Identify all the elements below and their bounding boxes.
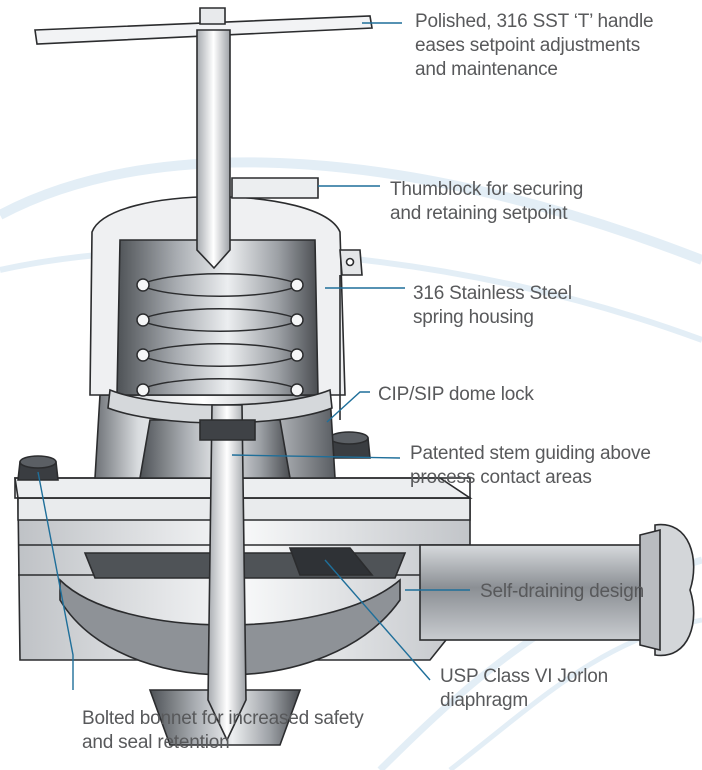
callout-dome-lock: CIP/SIP dome lock bbox=[378, 383, 534, 407]
callout-bolted-bonnet: Bolted bonnet for increased safety and s… bbox=[82, 707, 364, 755]
leader-dome-lock bbox=[326, 391, 370, 423]
callout-line: Patented stem guiding above bbox=[410, 443, 651, 464]
callout-t-handle: Polished, 316 SST ‘T’ handle eases setpo… bbox=[415, 10, 654, 82]
callout-self-draining: Self-draining design bbox=[480, 580, 644, 604]
outlet-pipe bbox=[419, 523, 695, 657]
bolt-right bbox=[327, 431, 371, 459]
leader-diaphragm bbox=[324, 559, 431, 681]
spring bbox=[136, 273, 304, 397]
leader-stem-guiding bbox=[231, 454, 401, 459]
callout-line: and seal retention bbox=[82, 732, 230, 753]
callout-line: CIP/SIP dome lock bbox=[378, 384, 534, 405]
callout-diaphragm: USP Class VI Jorlon diaphragm bbox=[440, 665, 608, 713]
callout-line: Thumblock for securing bbox=[390, 179, 584, 200]
callout-line: Self-draining design bbox=[480, 581, 644, 602]
callout-line: 316 Stainless Steel bbox=[413, 283, 572, 304]
central-stem bbox=[199, 404, 256, 742]
bolt-left bbox=[17, 455, 59, 481]
callout-line: USP Class VI Jorlon bbox=[440, 666, 608, 687]
callout-stem-guiding: Patented stem guiding above process cont… bbox=[410, 442, 651, 490]
leader-lines bbox=[37, 22, 470, 690]
t-handle bbox=[34, 7, 373, 270]
callout-thumblock: Thumblock for securing and retaining set… bbox=[390, 178, 583, 226]
callout-line: Bolted bonnet for increased safety bbox=[82, 708, 364, 729]
callout-line: Polished, 316 SST ‘T’ handle bbox=[415, 11, 654, 32]
callout-line: eases setpoint adjustments bbox=[415, 35, 641, 56]
callout-line: and retaining setpoint bbox=[390, 203, 568, 224]
diaphragm-shape bbox=[288, 547, 374, 576]
callout-line: diaphragm bbox=[440, 690, 528, 711]
thumblock-tab bbox=[231, 177, 319, 199]
callout-line: spring housing bbox=[413, 307, 534, 328]
callout-spring-housing: 316 Stainless Steel spring housing bbox=[413, 282, 572, 330]
callout-line: and maintenance bbox=[415, 59, 558, 80]
leader-bolted-bonnet bbox=[37, 471, 74, 690]
callout-line: process contact areas bbox=[410, 467, 592, 488]
